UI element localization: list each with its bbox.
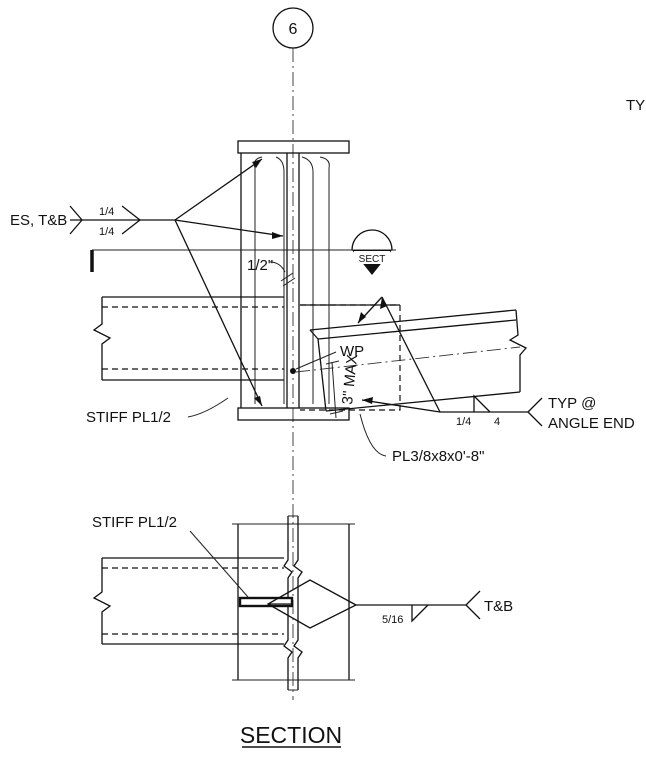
column-wide-flange [237, 140, 350, 421]
weld-bottom-reference: T&B [484, 598, 513, 615]
weld-angle-note-2: ANGLE END [548, 415, 635, 432]
corner-text: TY [626, 97, 645, 114]
stiffener-top-label: STIFF PL1/2 [86, 409, 171, 426]
stiffener-bottom-label: STIFF PL1/2 [92, 514, 177, 531]
weld-angle-size: 1/4 [456, 416, 471, 428]
beam-left-upper [92, 296, 284, 381]
break-line-inclined [508, 309, 528, 392]
plate-callout-label: PL3/8x8x0'-8" [392, 448, 484, 465]
weld-symbol-angle [357, 296, 543, 427]
column-bottom-flange [237, 407, 350, 421]
plate-callout-leader [359, 413, 387, 457]
section-cut-symbol [351, 229, 393, 251]
weld-top-upper-size: 1/4 [99, 206, 114, 218]
weld-angle-length: 4 [494, 416, 500, 428]
stiffener-bottom-leader [189, 530, 249, 598]
work-point-dot [290, 368, 296, 374]
column-top-flange [237, 140, 350, 154]
column-web-break [283, 516, 293, 690]
beam-inclined [295, 309, 528, 412]
break-line-left-lower [92, 558, 112, 644]
weld-symbol-top [69, 158, 284, 407]
work-point-leader [295, 351, 337, 370]
dim-max: 3" MAX [325, 354, 361, 419]
grid-bubble [272, 7, 314, 49]
beam-left-lower [92, 557, 284, 645]
dim-max-label: 3" MAX [339, 354, 361, 406]
grid-bubble-label: 6 [289, 21, 298, 38]
beam-inclined-centerline [295, 346, 521, 373]
dim-gap-label: 1/2" [247, 257, 273, 274]
stiffener-plate-plan [238, 596, 294, 608]
weld-bottom-size: 5/16 [382, 614, 403, 626]
break-line-left-upper [92, 297, 112, 380]
column-plan [232, 515, 355, 691]
weld-symbol-bottom [266, 579, 481, 629]
weld-top-reference: ES, T&B [10, 212, 67, 229]
work-point-label: WP [340, 343, 364, 360]
section-cut-label: SECT [359, 254, 386, 265]
section-title: SECTION [240, 722, 342, 748]
dim-gap: 1/2" [247, 257, 296, 287]
weld-angle-note-1: TYP @ [548, 395, 596, 412]
stiffener-top-leader [187, 397, 229, 418]
weld-top-lower-size: 1/4 [99, 226, 114, 238]
